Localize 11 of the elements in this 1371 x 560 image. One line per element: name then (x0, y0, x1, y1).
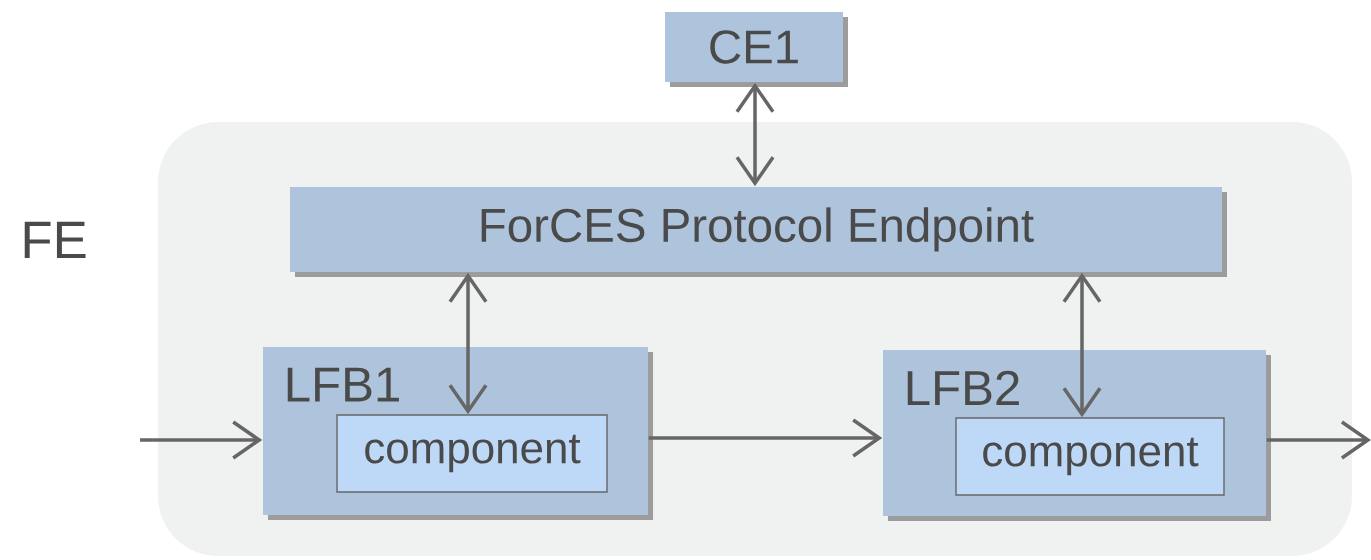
component-box: component (336, 414, 608, 493)
arrow (140, 420, 263, 460)
arrow (1266, 420, 1371, 460)
region-label: FE (24, 221, 86, 259)
arrow (735, 82, 775, 187)
component-box: component (955, 417, 1225, 496)
block: CE1 (665, 12, 848, 87)
arrow (448, 272, 488, 415)
arrow (648, 418, 883, 458)
block: ForCES Protocol Endpoint (290, 187, 1227, 277)
arrow (1062, 272, 1102, 418)
